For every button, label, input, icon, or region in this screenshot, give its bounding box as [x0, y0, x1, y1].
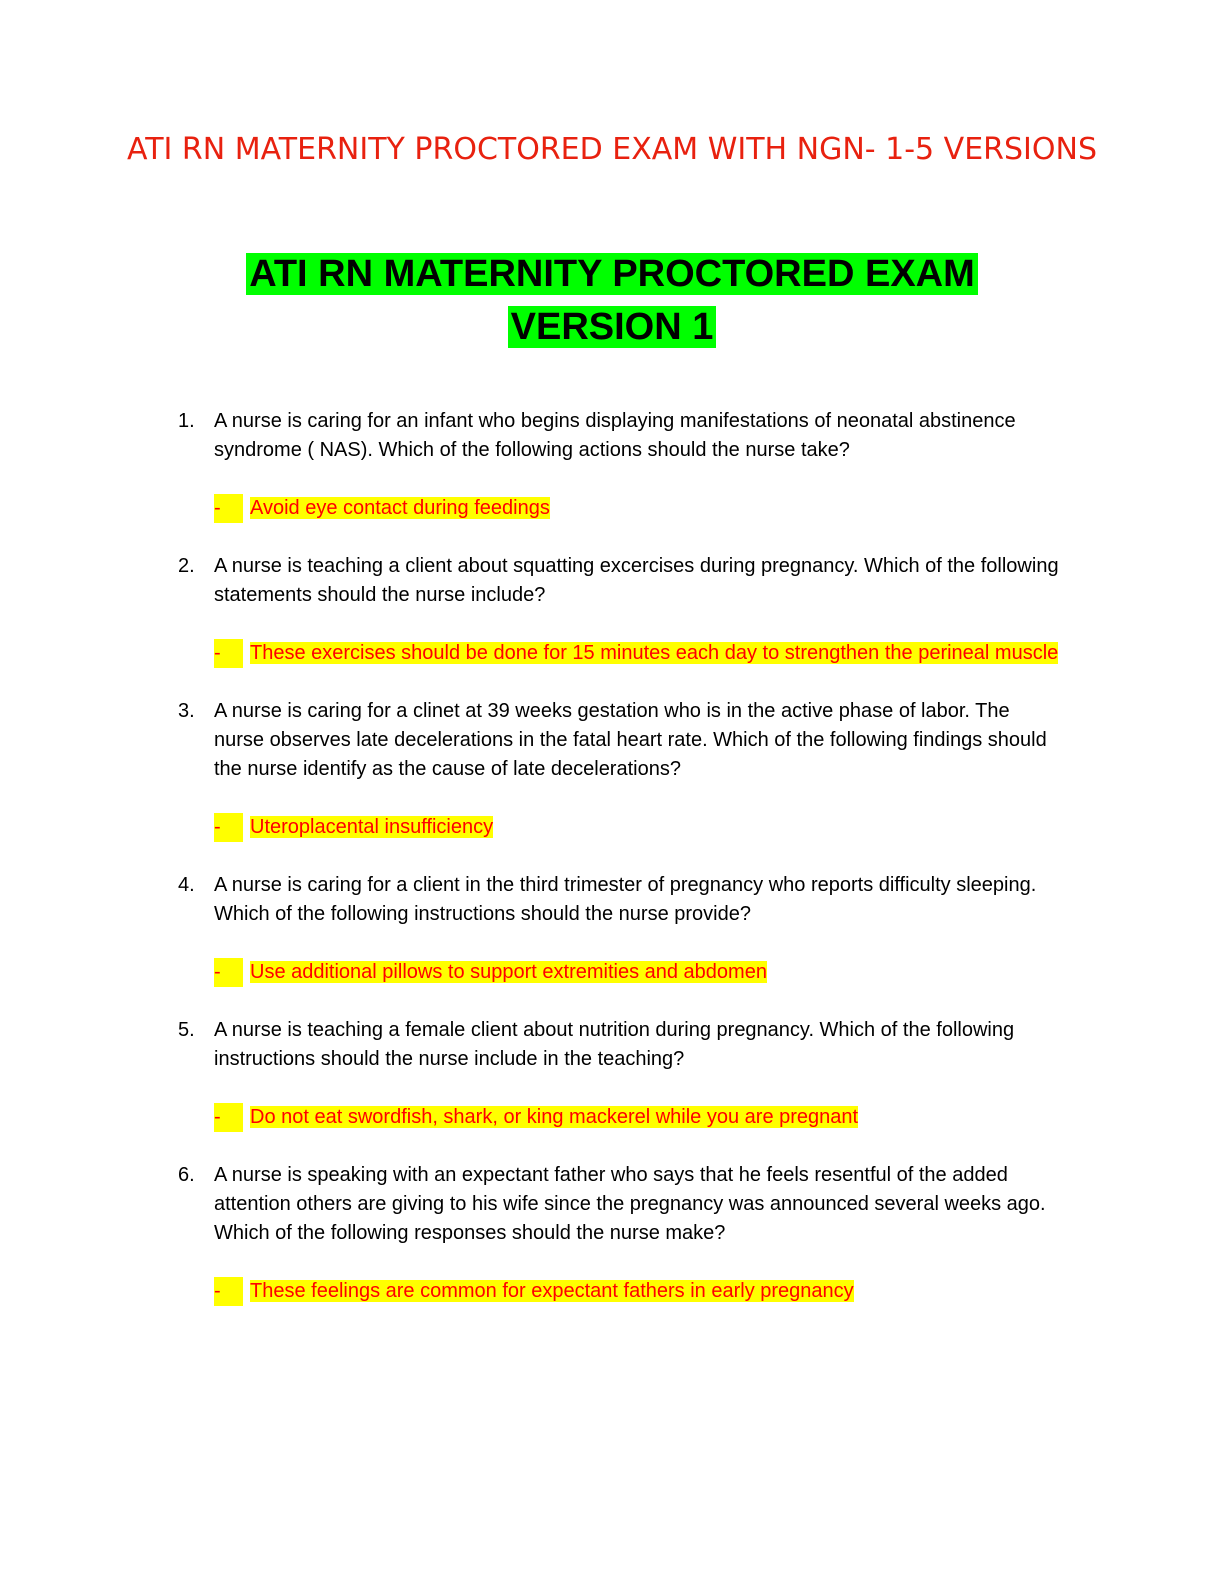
answer-text: Avoid eye contact during feedings: [250, 497, 550, 519]
answer-text: Uteroplacental insufficiency: [250, 816, 494, 838]
question-number: 5.: [178, 1019, 195, 1041]
question-text: A nurse is caring for a client in the th…: [214, 874, 1037, 925]
question-number: 4.: [178, 874, 195, 896]
answer: - Uteroplacental insufficiency: [214, 813, 1064, 842]
version-heading: ATI RN MATERNITY PROCTORED EXAM VERSION …: [0, 248, 1224, 354]
question-number: 2.: [178, 555, 195, 577]
answer-text: These feelings are common for expectant …: [250, 1280, 854, 1302]
question-text: A nurse is speaking with an expectant fa…: [214, 1164, 1046, 1244]
question-number: 6.: [178, 1164, 195, 1186]
question-text: A nurse is caring for an infant who begi…: [214, 410, 1016, 461]
answer-marker: -: [214, 813, 243, 842]
answer: - These exercises should be done for 15 …: [214, 639, 1064, 668]
question-list: 1. A nurse is caring for an infant who b…: [0, 407, 1224, 1335]
answer-text: Do not eat swordfish, shark, or king mac…: [250, 1106, 859, 1128]
answer-marker: -: [214, 958, 243, 987]
question-item: 4. A nurse is caring for a client in the…: [0, 871, 1224, 987]
version-heading-line-1-text: ATI RN MATERNITY PROCTORED EXAM: [246, 253, 978, 295]
answer-marker: -: [214, 1103, 243, 1132]
answer-marker: -: [214, 494, 243, 523]
answer: - Use additional pillows to support extr…: [214, 958, 1064, 987]
question-item: 3. A nurse is caring for a clinet at 39 …: [0, 697, 1224, 842]
question-text: A nurse is teaching a client about squat…: [214, 555, 1059, 606]
question-text: A nurse is caring for a clinet at 39 wee…: [214, 700, 1047, 780]
document-title: ATI RN MATERNITY PROCTORED EXAM WITH NGN…: [127, 132, 1097, 167]
question-item: 5. A nurse is teaching a female client a…: [0, 1016, 1224, 1132]
question-item: 1. A nurse is caring for an infant who b…: [0, 407, 1224, 523]
answer-marker: -: [214, 1277, 243, 1306]
answer-text: These exercises should be done for 15 mi…: [250, 642, 1059, 664]
question-number: 1.: [178, 410, 195, 432]
version-heading-line-2-text: VERSION 1: [507, 306, 717, 348]
question-item: 2. A nurse is teaching a client about sq…: [0, 552, 1224, 668]
question-text: A nurse is teaching a female client abou…: [214, 1019, 1015, 1070]
question-number: 3.: [178, 700, 195, 722]
answer: - Avoid eye contact during feedings: [214, 494, 1064, 523]
question-item: 6. A nurse is speaking with an expectant…: [0, 1161, 1224, 1306]
version-heading-line-1: ATI RN MATERNITY PROCTORED EXAM: [0, 248, 1224, 301]
answer: - These feelings are common for expectan…: [214, 1277, 1064, 1306]
answer-marker: -: [214, 639, 243, 668]
answer: - Do not eat swordfish, shark, or king m…: [214, 1103, 1064, 1132]
version-heading-line-2: VERSION 1: [0, 301, 1224, 354]
answer-text: Use additional pillows to support extrem…: [250, 961, 767, 983]
